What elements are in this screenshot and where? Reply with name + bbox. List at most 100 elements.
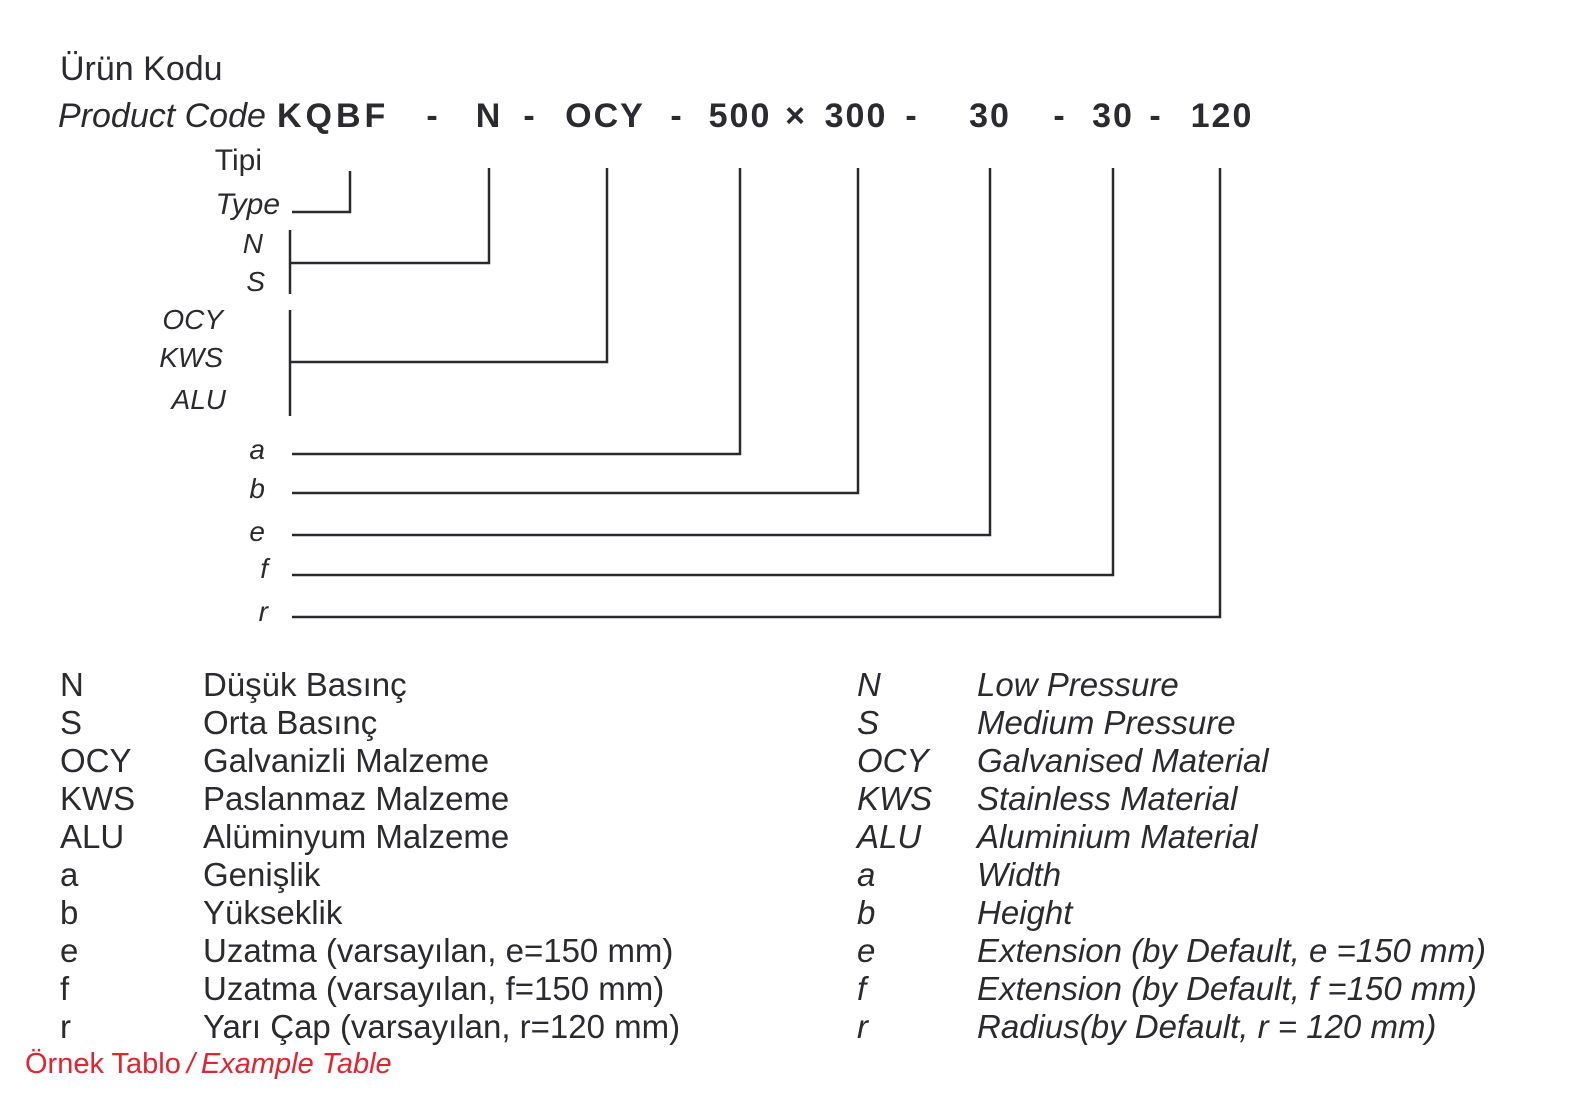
diagram-option-dim-f: f	[260, 553, 268, 584]
legend-key: r	[60, 1008, 71, 1045]
caption-divider: /	[186, 1048, 195, 1080]
legend-desc: Extension (by Default, f =150 mm)	[977, 970, 1477, 1007]
legend-desc: Radius(by Default, r = 120 mm)	[977, 1008, 1437, 1045]
legend-desc: Low Pressure	[977, 666, 1179, 703]
connector-r	[292, 168, 1222, 619]
legend-row: ALU Aluminium Material	[857, 818, 1486, 856]
legend-row: e Uzatma (varsayılan, e=150 mm)	[60, 932, 680, 970]
connector-e	[292, 168, 992, 537]
example-table-caption: Örnek Tablo/Example Table	[25, 1048, 392, 1081]
code-separator: -	[1149, 97, 1163, 135]
page-title-turkish: Ürün Kodu	[60, 50, 223, 88]
legend-key: N	[60, 666, 84, 703]
diagram-label-type-turkish: Tipi	[214, 144, 262, 177]
legend-desc: Paslanmaz Malzeme	[203, 780, 510, 817]
legend-key: KWS	[857, 780, 933, 817]
legend-row: r Yarı Çap (varsayılan, r=120 mm)	[60, 1008, 680, 1046]
example-table-caption-turkish: Örnek Tablo	[25, 1048, 181, 1080]
legend-row: a Genişlik	[60, 856, 680, 894]
legend-desc: Genişlik	[203, 856, 321, 893]
legend-desc: Yarı Çap (varsayılan, r=120 mm)	[203, 1008, 681, 1045]
legend-key: f	[857, 970, 867, 1007]
code-segment-type: N	[475, 97, 503, 135]
code-separator: -	[523, 97, 537, 135]
legend-desc: Galvanizli Malzeme	[203, 742, 490, 779]
legend-key: N	[857, 666, 881, 703]
legend-row: KWS Stainless Material	[857, 780, 1486, 818]
code-separator: -	[905, 97, 919, 135]
legend-key: S	[60, 704, 83, 741]
legend-key: e	[857, 932, 876, 969]
legend-key: a	[857, 856, 876, 893]
legend-desc: Alüminyum Malzeme	[203, 818, 510, 855]
diagram-label-type-english: Type	[215, 188, 280, 221]
diagram-option-dim-b: b	[249, 473, 265, 504]
diagram-option-dim-a: a	[249, 434, 265, 465]
legend-row: S Medium Pressure	[857, 704, 1486, 742]
legend-key: e	[60, 932, 79, 969]
connector-f	[292, 168, 1115, 577]
legend-desc: Stainless Material	[977, 780, 1238, 817]
connector-ns	[290, 168, 491, 265]
legend-column-turkish: N Düşük Basınç S Orta Basınç OCY Galvanizli…	[60, 666, 680, 1046]
legend-key: b	[857, 894, 876, 931]
code-segment-model: KQBF	[277, 97, 390, 135]
diagram-option-type-n: N	[242, 228, 263, 259]
legend-key: r	[857, 1008, 868, 1045]
legend-row: e Extension (by Default, e =150 mm)	[857, 932, 1486, 970]
code-segment-f: 30	[1092, 97, 1134, 135]
diagram-option-material-alu: ALU	[171, 384, 226, 415]
legend-desc: Width	[977, 856, 1062, 893]
connector-b	[292, 168, 860, 495]
connector-type	[292, 171, 352, 214]
legend-key: OCY	[857, 742, 929, 779]
legend-row: a Width	[857, 856, 1486, 894]
legend-desc: Aluminium Material	[977, 818, 1258, 855]
legend-desc: Orta Basınç	[203, 704, 378, 741]
example-table-caption-english: Example Table	[200, 1048, 392, 1080]
legend-key: a	[60, 856, 79, 893]
legend-row: f Extension (by Default, f =150 mm)	[857, 970, 1486, 1008]
legend-row: OCY Galvanizli Malzeme	[60, 742, 680, 780]
connector-a	[292, 168, 742, 456]
legend-key: OCY	[60, 742, 132, 779]
legend-desc: Düşük Basınç	[203, 666, 407, 703]
legend-row: b Height	[857, 894, 1486, 932]
diagram-option-material-kws: KWS	[159, 342, 223, 373]
legend-desc: Uzatma (varsayılan, f=150 mm)	[203, 970, 665, 1007]
legend-key: KWS	[60, 780, 136, 817]
legend-row: N Düşük Basınç	[60, 666, 680, 704]
code-segment-width: 500	[708, 97, 772, 135]
legend-row: N Low Pressure	[857, 666, 1486, 704]
legend-row: f Uzatma (varsayılan, f=150 mm)	[60, 970, 680, 1008]
legend-key: ALU	[60, 818, 125, 855]
legend-row: S Orta Basınç	[60, 704, 680, 742]
diagram-option-type-s: S	[246, 266, 265, 297]
legend-key: ALU	[857, 818, 922, 855]
legend-desc: Medium Pressure	[977, 704, 1236, 741]
code-multiply-sign: ×	[785, 97, 807, 135]
code-segment-material: OCY	[565, 97, 645, 135]
legend-row: ALU Alüminyum Malzeme	[60, 818, 680, 856]
legend-row: r Radius(by Default, r = 120 mm)	[857, 1008, 1486, 1046]
legend-key: f	[60, 970, 70, 1007]
code-segment-e: 30	[969, 97, 1011, 135]
diagram-option-dim-e: e	[249, 516, 265, 547]
legend-row: KWS Paslanmaz Malzeme	[60, 780, 680, 818]
code-separator: -	[670, 97, 684, 135]
code-separator: -	[426, 97, 440, 135]
legend-key: b	[60, 894, 79, 931]
code-separator: -	[1053, 97, 1067, 135]
legend-key: S	[857, 704, 880, 741]
legend-desc: Uzatma (varsayılan, e=150 mm)	[203, 932, 674, 969]
legend-desc: Extension (by Default, e =150 mm)	[977, 932, 1486, 969]
diagram-option-material-ocy: OCY	[162, 304, 223, 335]
code-segment-r: 120	[1190, 97, 1254, 135]
connector-material	[290, 168, 609, 364]
code-segment-height: 300	[824, 97, 888, 135]
legend-desc: Height	[977, 894, 1073, 931]
